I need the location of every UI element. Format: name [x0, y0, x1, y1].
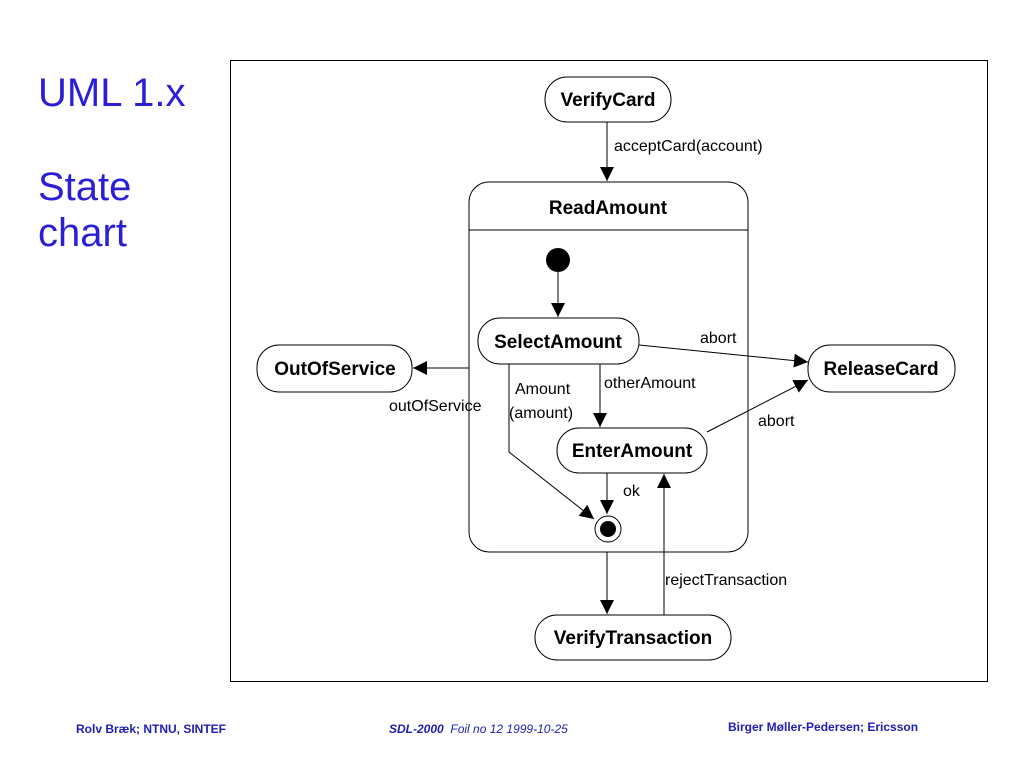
state-out-of-service: OutOfService: [256, 344, 413, 393]
transition-abort-select: [638, 344, 809, 368]
state-select-amount-label: SelectAmount: [494, 332, 622, 353]
transition-abort-enter: [706, 379, 809, 433]
state-read-amount: ReadAmount: [468, 181, 749, 553]
footer-center: SDL-2000 Foil no 12 1999-10-25: [389, 722, 568, 736]
final-state: [594, 515, 622, 543]
label-other-amount: otherAmount: [604, 375, 696, 392]
title-line-3: chart: [38, 211, 127, 255]
label-accept-card: acceptCard(account): [614, 138, 763, 155]
state-select-amount: SelectAmount: [477, 317, 640, 365]
title-line-2: State: [38, 165, 132, 209]
footer-center-title: SDL-2000: [389, 722, 444, 736]
state-verify-card: VerifyCard: [544, 76, 672, 123]
state-verify-card-label: VerifyCard: [560, 90, 655, 111]
diagram-frame: [230, 60, 988, 682]
label-ok: ok: [623, 483, 641, 500]
state-enter-amount-label: EnterAmount: [572, 441, 693, 462]
state-release-card: ReleaseCard: [807, 344, 956, 393]
label-amount-line1: Amount: [515, 381, 571, 398]
footer-right: Birger Møller-Pedersen; Ericsson: [728, 720, 919, 734]
state-enter-amount: EnterAmount: [556, 427, 708, 474]
label-reject-transaction: rejectTransaction: [665, 572, 787, 589]
label-abort-select: abort: [700, 330, 737, 347]
label-out-of-service: outOfService: [389, 398, 482, 415]
state-out-of-service-label: OutOfService: [274, 359, 395, 380]
label-amount-line2: (amount): [509, 405, 573, 422]
label-abort-enter: abort: [758, 413, 795, 430]
state-release-card-label: ReleaseCard: [823, 359, 938, 380]
title-line-1: UML 1.x: [38, 71, 186, 115]
footer-center-foil: Foil no 12 1999-10-25: [450, 722, 568, 736]
state-verify-transaction: VerifyTransaction: [534, 614, 732, 661]
initial-state: [546, 248, 570, 272]
footer-left: Rolv Bræk; NTNU, SINTEF: [76, 722, 227, 736]
state-verify-transaction-label: VerifyTransaction: [554, 628, 712, 649]
slide-title: UML 1.x State chart: [38, 70, 185, 256]
state-read-amount-label: ReadAmount: [549, 198, 668, 219]
transition-amount: [508, 364, 595, 520]
